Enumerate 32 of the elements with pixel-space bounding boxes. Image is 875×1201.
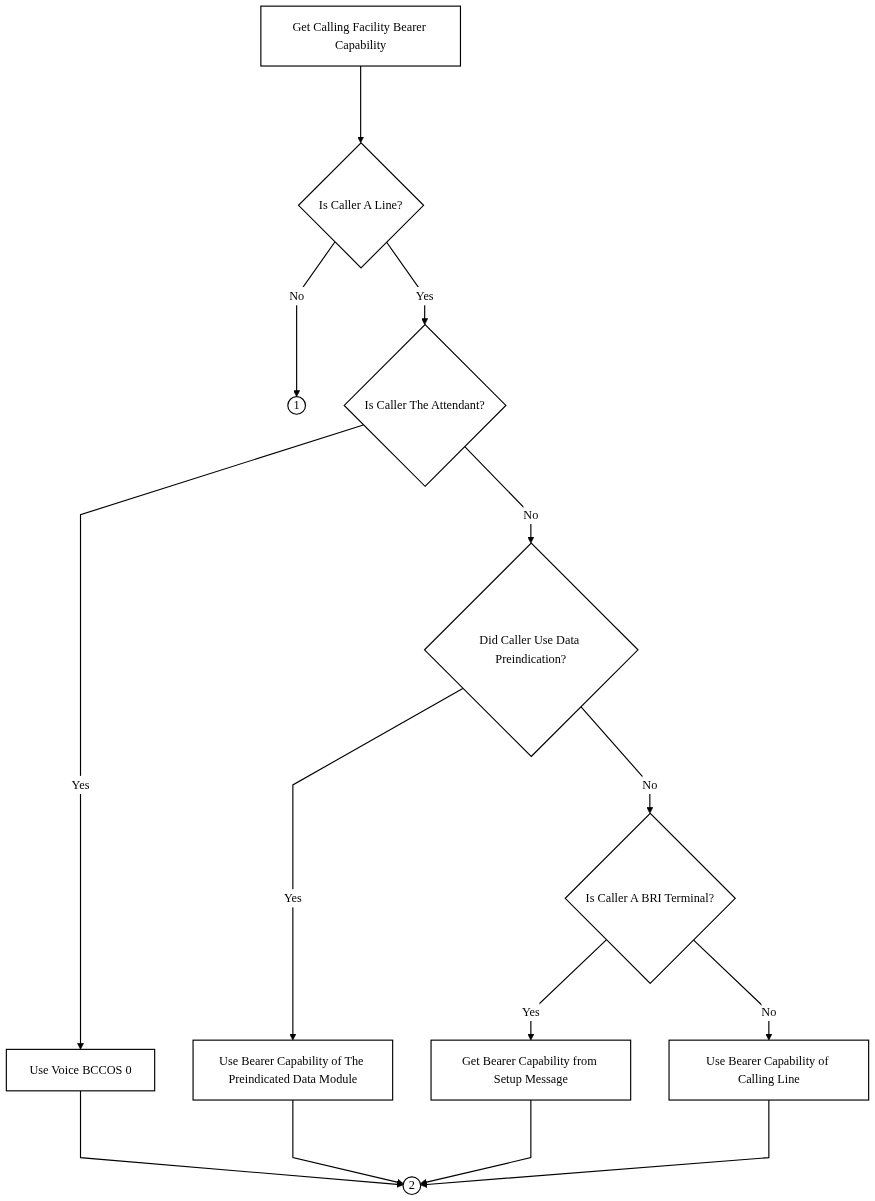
edge-label: Yes xyxy=(415,289,434,303)
edge-label: Yes xyxy=(71,778,90,792)
node-box: Use Voice BCCOS 0 xyxy=(5,1048,156,1092)
node-box: Get Bearer Capability from Setup Message xyxy=(430,1039,632,1101)
node-diamond: Is Caller A BRI Terminal? xyxy=(564,812,737,985)
node-diamond: Is Caller A Line? xyxy=(297,142,425,269)
node-circle: 1 xyxy=(287,396,307,415)
arrow xyxy=(420,1099,532,1186)
arrow xyxy=(292,1099,404,1186)
node-box: Use Bearer Capability of Calling Line xyxy=(668,1039,870,1101)
edge-label: No xyxy=(761,1004,777,1018)
arrow xyxy=(77,424,364,1050)
arrow xyxy=(293,241,336,397)
edge-label: No xyxy=(642,778,658,792)
arrow xyxy=(580,705,654,814)
arrow xyxy=(692,939,773,1041)
arrow xyxy=(79,1090,404,1188)
arrow xyxy=(527,939,607,1041)
arrow xyxy=(357,65,365,144)
node-circle: 2 xyxy=(402,1176,422,1196)
edge-label: No xyxy=(523,507,539,521)
edge-label: Yes xyxy=(283,891,302,905)
node-box: Get Calling Facility Bearer Capability xyxy=(260,5,462,67)
edge-label: No xyxy=(289,289,305,303)
arrow xyxy=(385,241,429,325)
node-diamond: Is Caller The Attendant? xyxy=(343,323,507,488)
arrow xyxy=(289,687,464,1041)
node-diamond: Did Caller Use Data Preindication? xyxy=(423,542,639,758)
arrow xyxy=(420,1099,770,1188)
edge-label: Yes xyxy=(521,1004,540,1018)
arrow xyxy=(463,445,535,544)
node-box: Use Bearer Capability of The Preindicated Data Module xyxy=(192,1039,394,1101)
